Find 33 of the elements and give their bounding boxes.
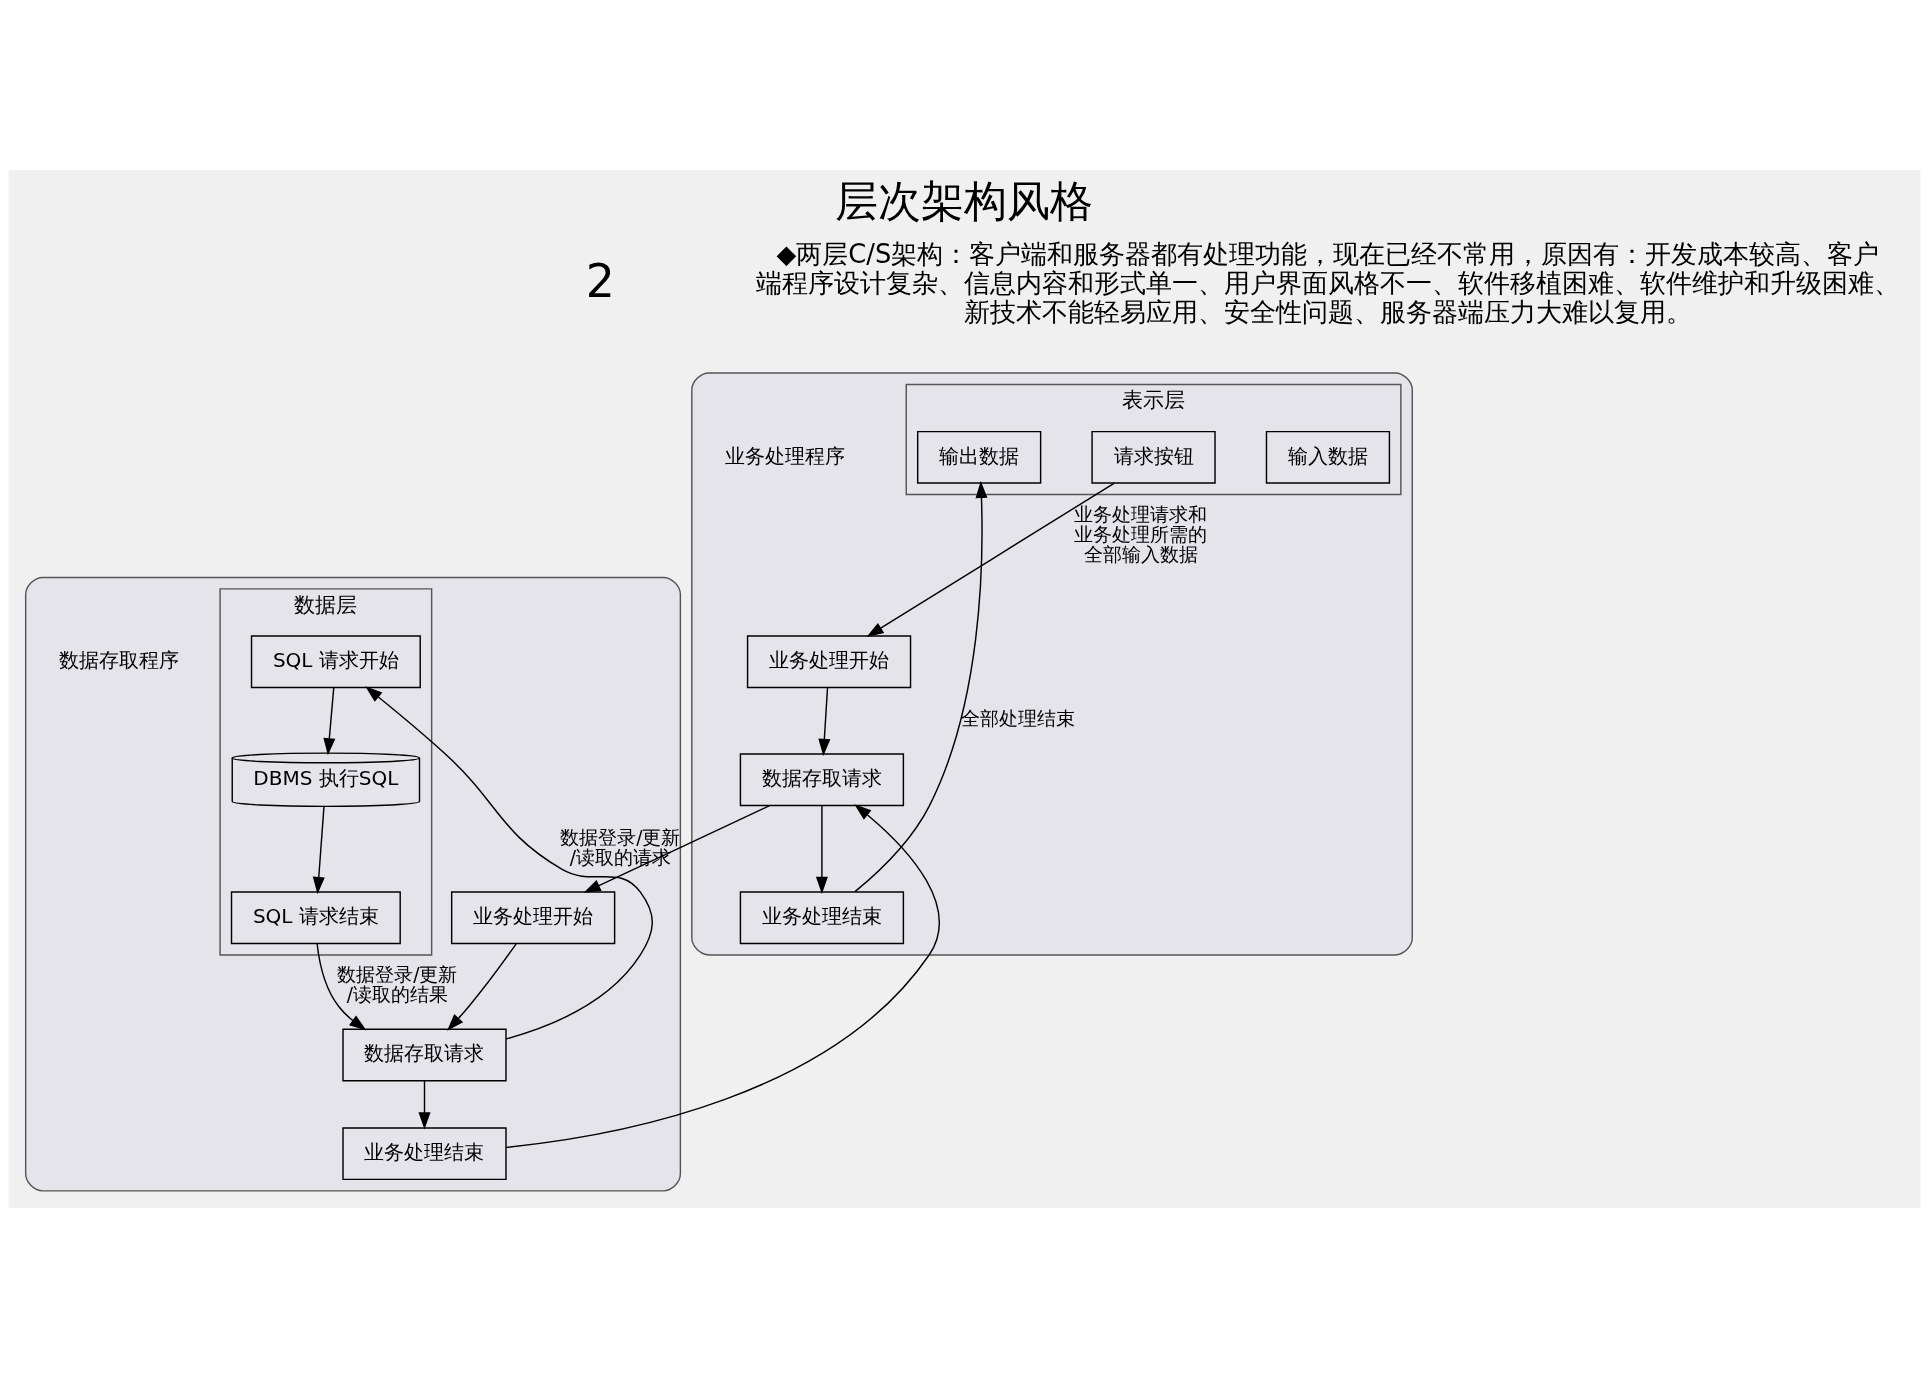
- arrow: [323, 686, 336, 755]
- arrow: [815, 804, 828, 894]
- edge-label: 全部处理结束: [961, 707, 1076, 729]
- label: ◆两层C/S架构：客户端和服务器都有处理功能，现在已经不常用，原因有：开发成本较高、客户端程序设计复杂、信息内容和形式单一、用户界面风格不一、软件移植困难、软件维护和升级困难、新技术不能轻易应用、安全性问题、服务器端压力大难以复用。: [755, 238, 1900, 327]
- node-box: SQL 请求开始: [250, 634, 421, 688]
- arrow: [316, 942, 367, 1030]
- node-box: 数据存取请求: [739, 752, 905, 806]
- arrow: [866, 481, 1116, 637]
- label: 2: [585, 254, 615, 308]
- edge-label: 业务处理请求和业务处理所需的全部输入数据: [1074, 503, 1208, 565]
- label: 业务处理程序: [724, 443, 845, 468]
- label: 数据存取程序: [58, 647, 179, 672]
- arrow: [365, 685, 654, 1040]
- node-box: 业务处理开始: [746, 634, 912, 688]
- arrow: [505, 803, 940, 1148]
- arrow: [818, 686, 831, 756]
- arrow: [312, 805, 325, 894]
- arrow: [583, 804, 771, 893]
- edge-label: 数据登录/更新/读取的结果: [337, 963, 458, 1005]
- node-box: 请求按钮: [1091, 430, 1216, 484]
- node-box: 输出数据: [916, 430, 1042, 484]
- node-box: 业务处理结束: [739, 890, 905, 944]
- cluster: [691, 371, 1413, 956]
- node-box: 业务处理结束: [342, 1126, 507, 1180]
- arrow: [854, 480, 988, 892]
- arrow: [447, 942, 517, 1031]
- node-box: SQL 请求结束: [230, 890, 401, 944]
- arrow: [418, 1079, 431, 1129]
- cluster: [24, 576, 682, 1192]
- node-box: 业务处理开始: [450, 890, 616, 944]
- node-box: 数据存取请求: [342, 1028, 507, 1081]
- node-box: 输入数据: [1265, 430, 1391, 484]
- diagram-title: 层次架构风格: [835, 175, 1094, 226]
